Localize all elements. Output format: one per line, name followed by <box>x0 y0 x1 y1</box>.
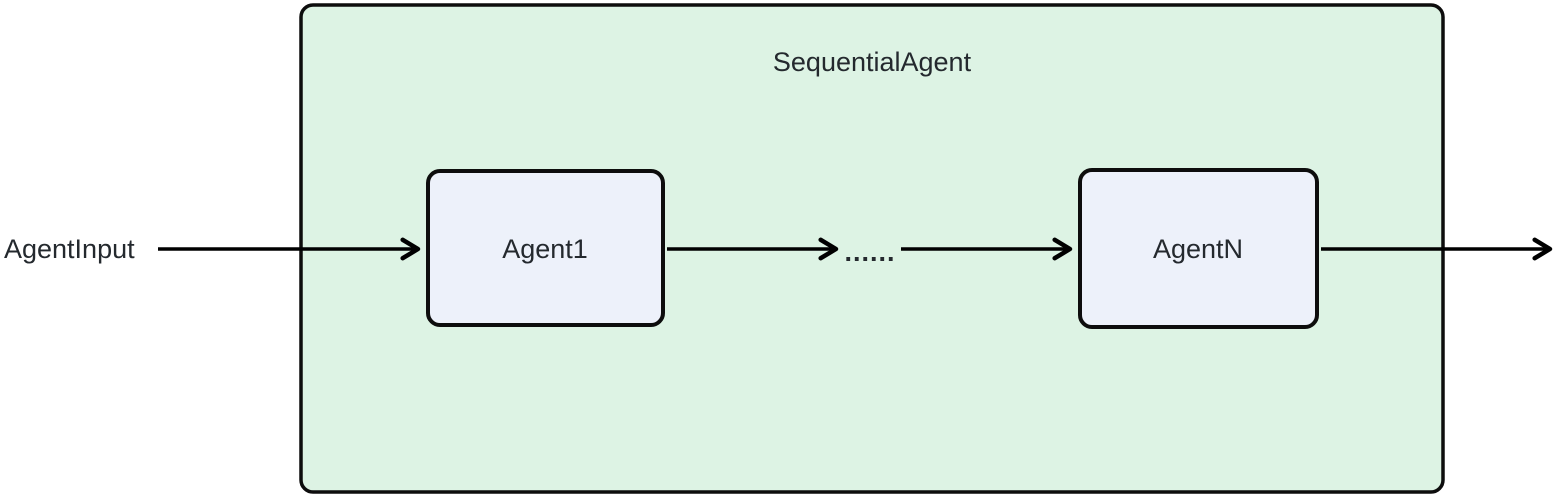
agentN-box <box>1078 168 1319 329</box>
agentN-label: AgentN <box>1153 234 1243 264</box>
agent-input-label: AgentInput <box>4 234 135 264</box>
agent1-box <box>426 169 665 327</box>
container-title: SequentialAgent <box>773 47 972 77</box>
agent1-label: Agent1 <box>502 234 588 264</box>
node-agent1: Agent1 <box>426 169 665 327</box>
ellipsis-edge-label: ...... <box>844 237 895 267</box>
node-agentN: AgentN <box>1078 168 1319 329</box>
